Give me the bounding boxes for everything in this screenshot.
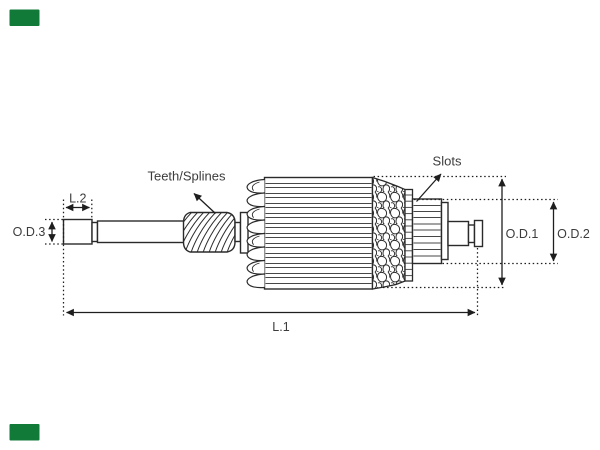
shaft-end-left: [62, 218, 93, 245]
spline-section: [182, 211, 236, 253]
spline-connector: [234, 221, 242, 243]
label-l2: L.2: [69, 192, 86, 206]
label-od1: O.D.1: [506, 227, 539, 241]
label-od2: O.D.2: [557, 227, 590, 241]
brand-mark-top-left: [9, 9, 40, 26]
label-teeth-splines: Teeth/Splines: [147, 169, 226, 184]
label-slots: Slots: [433, 154, 462, 169]
callout-slots-arrow: [416, 173, 442, 202]
winding-end-right: [371, 176, 406, 290]
commutator: [411, 198, 443, 265]
winding-end-left: [246, 178, 265, 289]
shaft-groove-ring: [467, 224, 476, 244]
label-od3: O.D.3: [13, 225, 46, 239]
label-l1: L.1: [272, 320, 289, 334]
dimension-lines: [48, 173, 558, 317]
shaft-left: [96, 220, 185, 244]
shaft-right: [447, 220, 470, 247]
spline-teeth-hatch: [183, 212, 235, 252]
shaft-step-ring-left: [91, 221, 99, 243]
core-laminations: [265, 182, 372, 285]
brand-mark-bottom-left: [9, 424, 40, 441]
core-collar: [239, 211, 249, 254]
commutator-cap-ring: [440, 201, 449, 261]
callout-teeth-splines-arrow: [193, 193, 216, 214]
commutator-riser-slots: [404, 188, 414, 282]
shaft-end-disc: [473, 219, 484, 248]
shaft-end-right: [440, 201, 484, 261]
